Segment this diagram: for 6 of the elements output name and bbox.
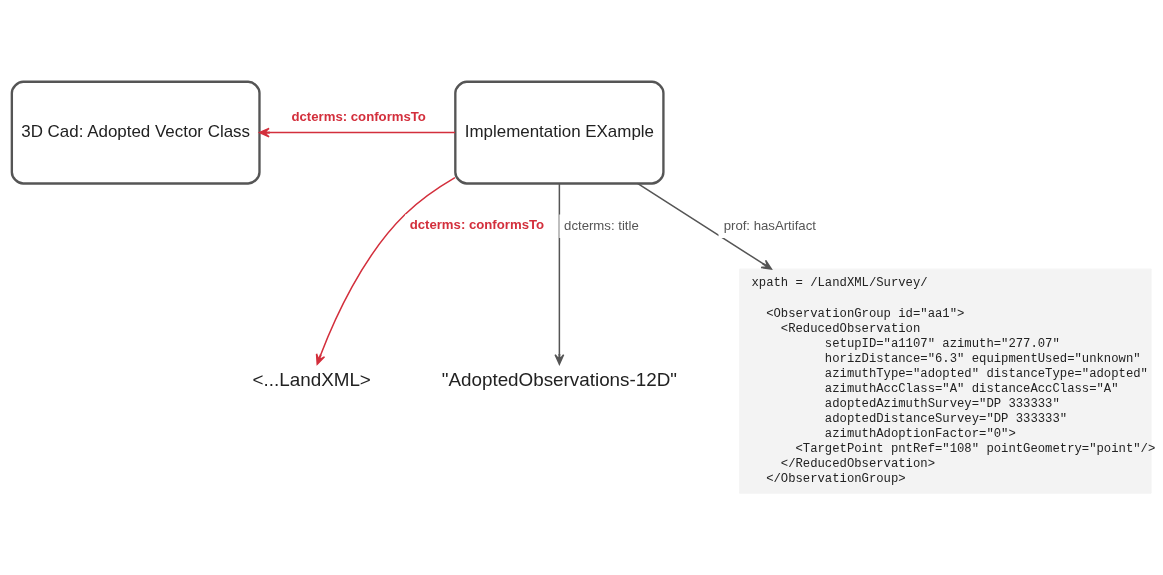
edge-label: dcterms: conformsTo xyxy=(291,109,426,125)
edge-label: prof: hasArtifact xyxy=(723,218,816,234)
node-text: <...LandXML> xyxy=(252,368,371,390)
edge-label: dcterms: conformsTo xyxy=(409,217,545,233)
edge-label: dcterms: title xyxy=(564,218,639,234)
node-text: "AdoptedObservations-12D" xyxy=(441,368,678,390)
